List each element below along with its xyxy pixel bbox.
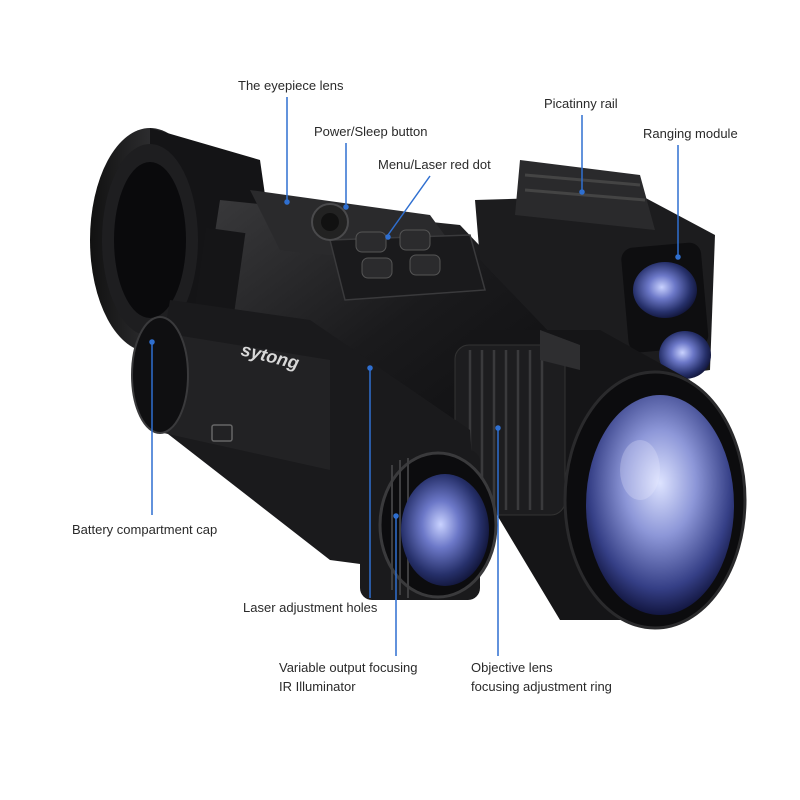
leader-battery-dot — [149, 339, 155, 345]
label-power-sleep-button: Power/Sleep button — [314, 124, 428, 139]
label-eyepiece-lens: The eyepiece lens — [238, 78, 344, 93]
ir-illuminator: sytong — [131, 300, 498, 600]
leader-laser-holes-dot — [367, 365, 373, 371]
label-battery-cap: Battery compartment cap — [72, 522, 218, 537]
leader-eyepiece-dot — [284, 199, 290, 205]
label-ranging-module: Ranging module — [643, 126, 738, 141]
control-panel — [311, 203, 486, 301]
leader-ir-dot — [393, 513, 399, 519]
label-picatinny-rail: Picatinny rail — [544, 96, 618, 111]
label-laser-adjustment-holes: Laser adjustment holes — [243, 600, 378, 615]
label-objective-line1: Objective lens — [471, 660, 553, 675]
ranging-module — [475, 160, 715, 385]
objective-barrel — [454, 330, 747, 630]
leader-ranging-dot — [675, 254, 681, 260]
label-ir-illuminator-line1: Variable output focusing — [279, 660, 418, 675]
label-menu-laser: Menu/Laser red dot — [378, 157, 491, 172]
leader-menu — [387, 175, 431, 236]
leader-power-dot — [343, 204, 349, 210]
leader-objective-dot — [495, 425, 501, 431]
label-objective-line2: focusing adjustment ring — [471, 679, 612, 694]
leader-lines — [149, 97, 681, 656]
leader-menu-dot — [385, 234, 391, 240]
label-ir-illuminator-line2: IR Illuminator — [279, 679, 356, 694]
leader-picatinny-dot — [579, 189, 585, 195]
